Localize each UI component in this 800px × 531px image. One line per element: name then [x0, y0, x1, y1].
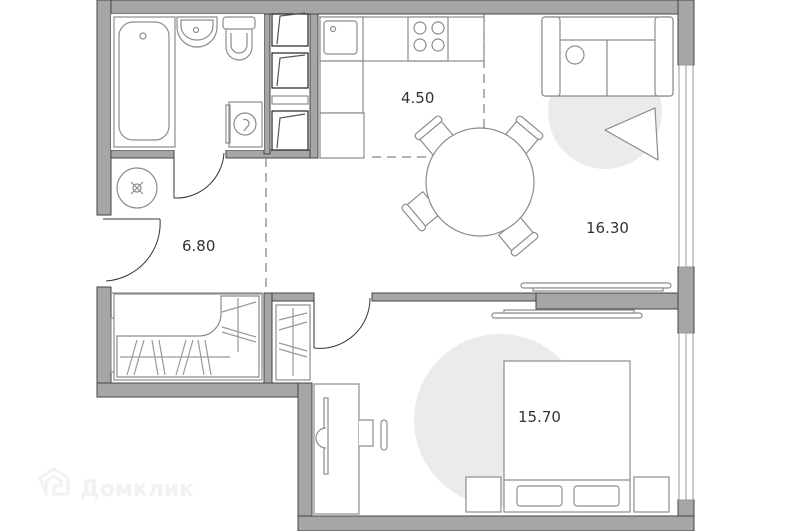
kitchen-counter [319, 16, 485, 159]
walls [96, 0, 695, 531]
boiler-icon [116, 167, 158, 209]
living-room-area-label: 16.30 [586, 219, 629, 237]
toilet-icon [222, 16, 256, 30]
bathtub-icon [113, 16, 176, 148]
fridge-icon [319, 112, 365, 159]
hall-wardrobe [110, 292, 311, 381]
dining-set [401, 115, 544, 257]
kitchen-sink-icon [323, 20, 358, 55]
bathroom [111, 14, 264, 150]
tv-unit-icon [520, 282, 672, 292]
kitchen-area-label: 4.50 [401, 89, 434, 107]
chair-icon [414, 115, 456, 156]
washing-machine-icon [228, 101, 263, 148]
sofa-icon [541, 16, 674, 97]
dining-table-icon [425, 127, 535, 237]
nightstand-icon [633, 476, 670, 513]
tv-unit-bedroom-icon [491, 309, 643, 319]
wardrobe-niches [271, 12, 309, 151]
bed-icon [503, 360, 631, 513]
bedroom-door [313, 297, 371, 349]
bathroom-door [173, 152, 225, 199]
bedroom-area-label: 15.70 [518, 408, 561, 426]
windows [678, 64, 694, 501]
hallway-area-label: 6.80 [182, 237, 215, 255]
watermark-text: Домклик [80, 477, 194, 502]
watermark: Домклик [38, 467, 194, 502]
pillow-icon [565, 45, 585, 65]
desk-icon [313, 383, 388, 515]
nightstand-icon [465, 476, 502, 513]
house-logo-icon [38, 467, 70, 496]
chair-icon [497, 216, 539, 257]
sink-icon [176, 16, 218, 48]
coffee-table-icon [604, 107, 659, 161]
entrance-door [104, 218, 161, 282]
utility-closet [116, 167, 158, 209]
